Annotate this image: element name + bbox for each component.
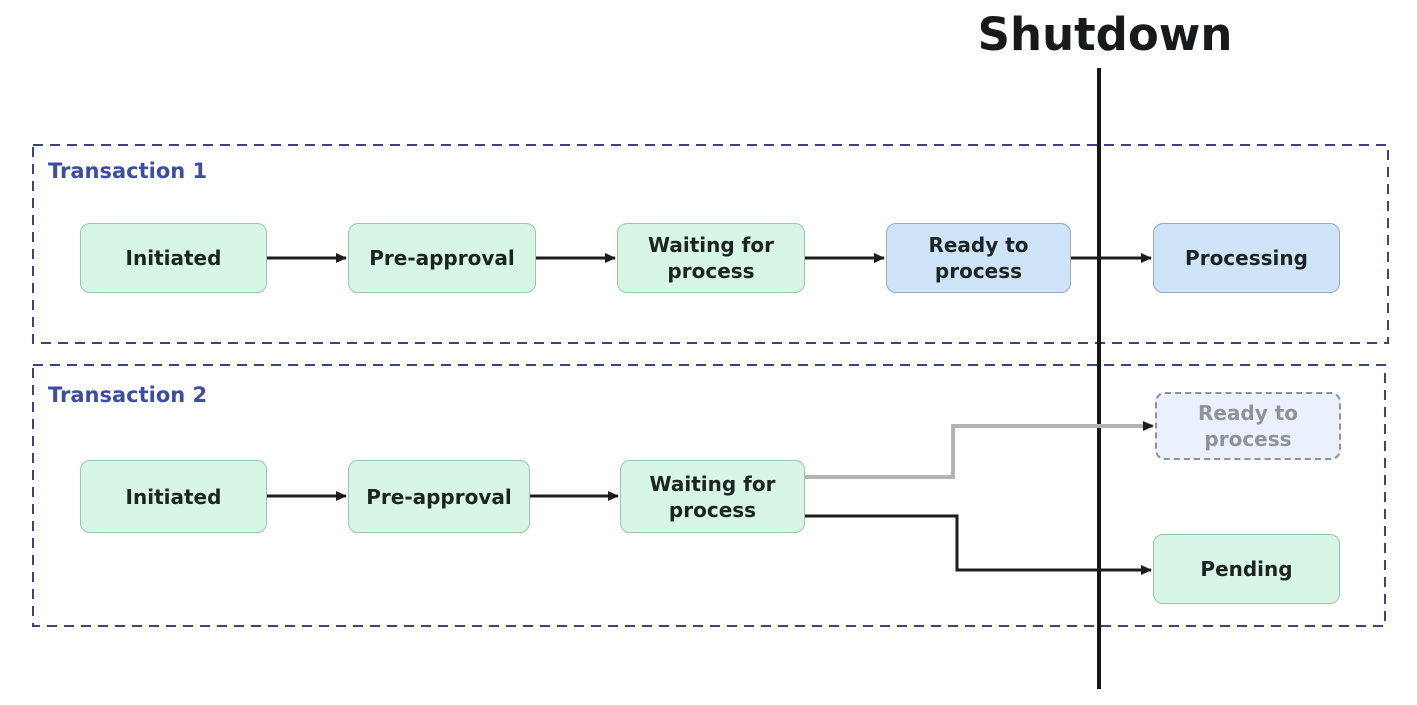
transaction-1-label: Transaction 1 <box>48 159 208 183</box>
node-t1-processing: Processing <box>1153 223 1340 293</box>
node-t2-initiated: Initiated <box>80 460 267 533</box>
node-t1-pre-approval: Pre-approval <box>348 223 536 293</box>
edge-t2-waiting-pending <box>805 514 1152 575</box>
transaction-2-label: Transaction 2 <box>48 383 208 407</box>
transaction-1-container <box>32 144 1389 344</box>
node-t2-waiting-for-process: Waiting for process <box>620 460 805 533</box>
node-t2-pre-approval: Pre-approval <box>348 460 530 533</box>
shutdown-title: Shutdown <box>977 8 1233 61</box>
edge-t2-waiting-ready-gray <box>805 421 1154 479</box>
node-t2-pending: Pending <box>1153 534 1340 604</box>
transaction-2-container <box>32 364 1386 627</box>
node-t2-ready-to-process-ghost: Ready to process <box>1155 392 1341 460</box>
node-t1-waiting-for-process: Waiting for process <box>617 223 805 293</box>
node-t1-initiated: Initiated <box>80 223 267 293</box>
node-t1-ready-to-process: Ready to process <box>886 223 1071 293</box>
